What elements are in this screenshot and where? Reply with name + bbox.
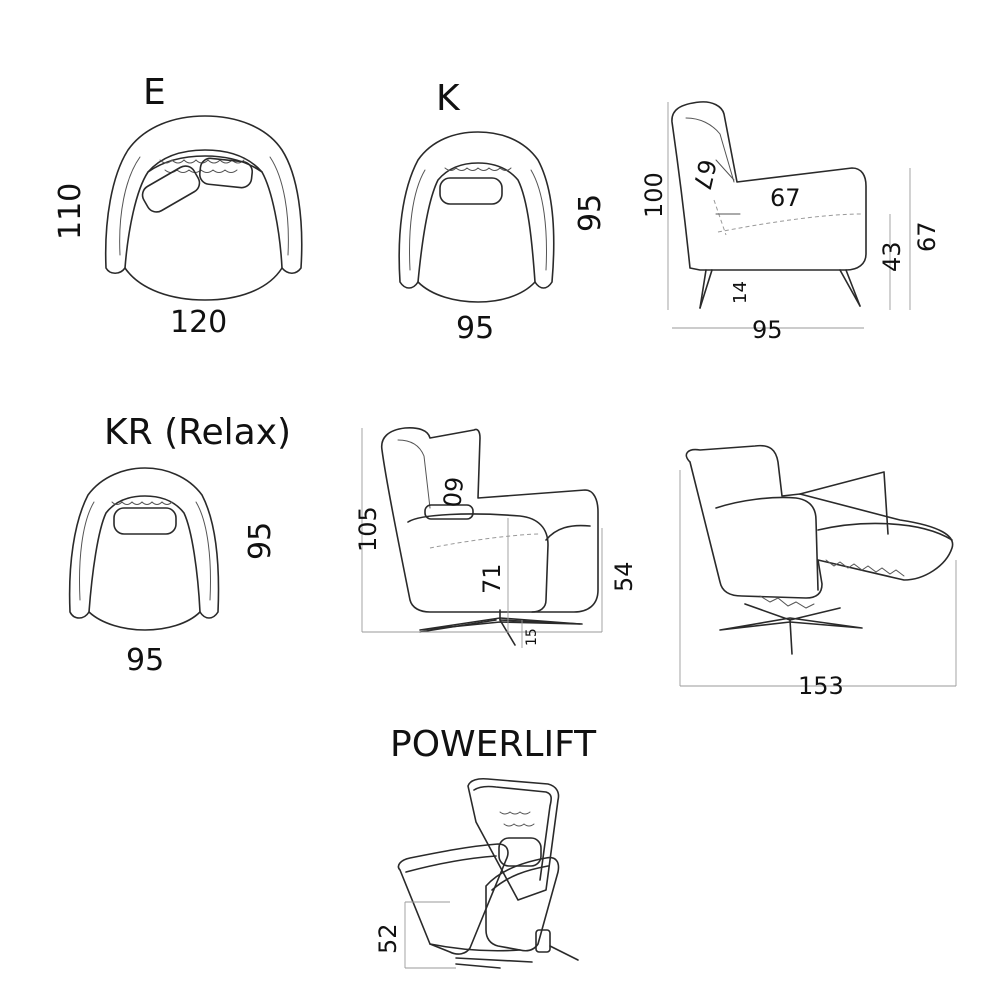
model-k-label: K <box>436 78 461 119</box>
armchair-powerlift-view <box>397 777 579 969</box>
armchair-e-top-view <box>104 115 303 301</box>
kr-side-seat-height: 54 <box>610 561 638 592</box>
model-kr-label: KR (Relax) <box>104 412 291 453</box>
model-kr-width: 95 <box>126 643 164 678</box>
armchair-kr-side-view <box>380 427 599 646</box>
kr-side-height: 105 <box>354 506 382 552</box>
powerlift-label: POWERLIFT <box>390 724 597 765</box>
k-side-leg-height: 14 <box>730 281 751 304</box>
armchair-k-top-view <box>398 131 555 303</box>
model-kr-depth: 95 <box>243 522 278 560</box>
k-side-height: 100 <box>640 172 668 218</box>
k-side-backrest: 67 <box>687 157 721 193</box>
k-side-seat-depth: 67 <box>770 184 801 212</box>
k-side-arm-height: 67 <box>913 221 941 252</box>
k-side-seat-height: 43 <box>878 241 906 272</box>
armchair-k-side-view <box>671 101 867 309</box>
kr-side-base-height: 15 <box>524 628 540 646</box>
kr-side-arm-height: 71 <box>478 563 506 594</box>
kr-reclined-length: 153 <box>798 672 844 700</box>
model-k-width: 95 <box>456 311 494 346</box>
powerlift-lift-height: 52 <box>374 923 402 954</box>
model-e-width: 120 <box>170 305 227 340</box>
model-e-depth: 110 <box>53 183 88 240</box>
armchair-kr-reclined-view <box>685 444 954 655</box>
k-side-depth: 95 <box>752 316 783 344</box>
armchair-kr-top-view <box>68 467 220 631</box>
model-k-depth: 95 <box>573 194 608 232</box>
kr-side-backrest: 60 <box>437 475 468 508</box>
model-e-label: E <box>143 72 166 113</box>
